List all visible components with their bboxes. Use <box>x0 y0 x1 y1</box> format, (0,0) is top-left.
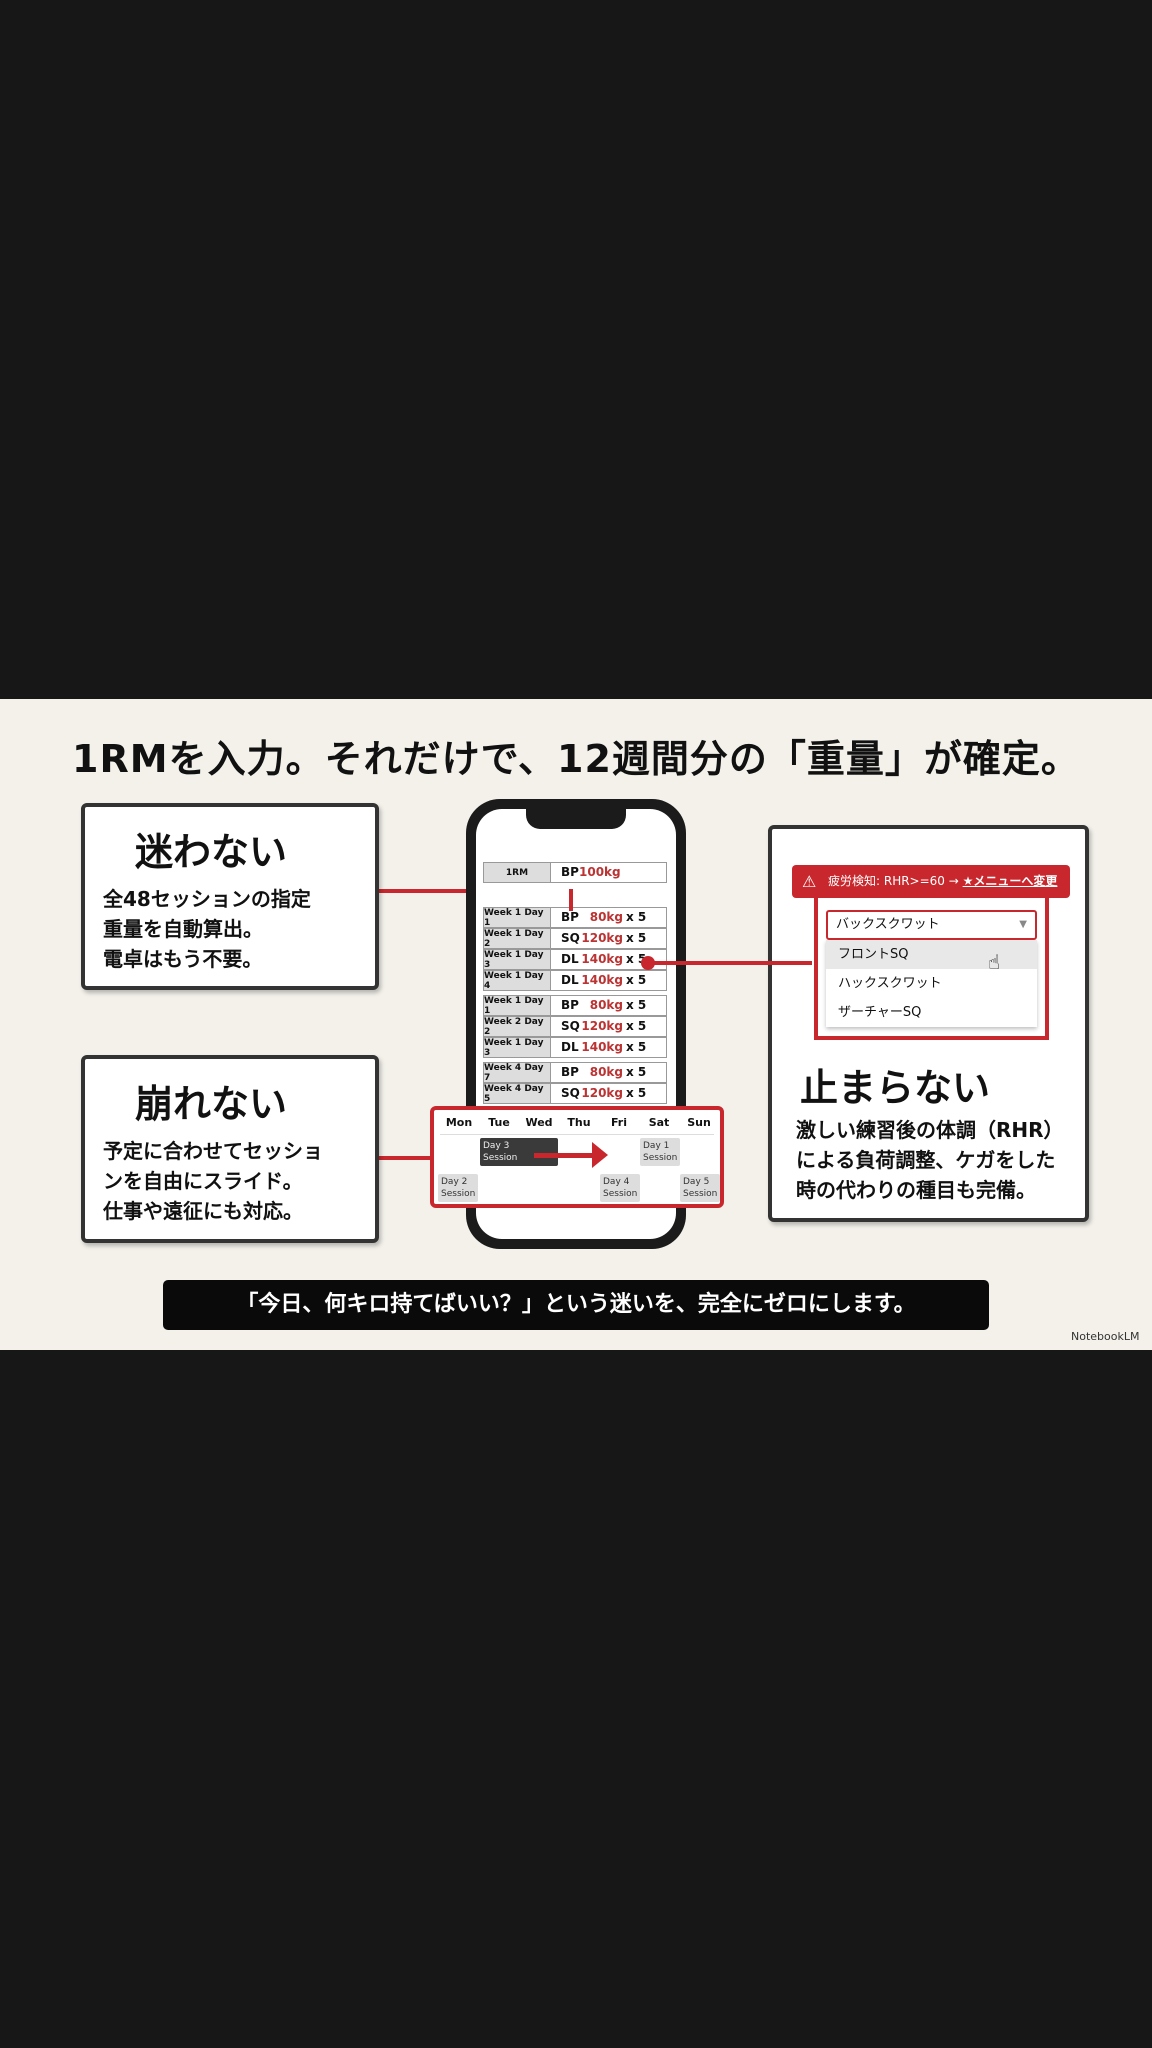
row-reps: x 5 <box>626 998 647 1012</box>
phone-notch <box>526 809 626 829</box>
row-exercise: SQ <box>561 1019 580 1033</box>
alert-text: 疲労検知: RHR>=60 → <box>828 874 963 888</box>
row-weight: 120kg <box>581 931 623 945</box>
row-reps: x 5 <box>626 1040 647 1054</box>
row-exercise: DL <box>561 952 579 966</box>
row-reps: x 5 <box>626 931 647 945</box>
arrow-right-icon <box>534 1142 608 1168</box>
feature-body: 予定に合わせてセッショ ンを自由にスライド。 仕事や遠征にも対応。 <box>103 1139 323 1223</box>
feature-heading: 崩れない <box>135 1082 288 1126</box>
row-label: Week 2 Day 2 <box>484 1017 551 1037</box>
connector-line <box>569 889 573 911</box>
session-block[interactable]: Day 3 Session <box>480 1138 558 1166</box>
feature-card-1: 迷わない 全48セッションの指定 重量を自動算出。 電卓はもう不要。 <box>81 803 379 990</box>
feature-heading: 止まらない <box>800 1066 991 1110</box>
option-item[interactable]: フロントSQ <box>826 940 1037 969</box>
dropdown-frame: バックスクワット ▼ フロントSQ ハックスクワット ザーチャーSQ ☝ <box>814 898 1049 1040</box>
calendar-day-wed: Wed <box>525 1116 553 1129</box>
row-label: Week 1 Day 2 <box>484 929 551 949</box>
row-reps: x 5 <box>626 1065 647 1079</box>
calendar-day-sat: Sat <box>648 1116 670 1129</box>
option-item[interactable]: ザーチャーSQ <box>838 1005 922 1020</box>
row-weight: 140kg <box>581 1040 623 1054</box>
row-exercise: BP <box>561 998 579 1012</box>
fatigue-alert: ⚠ 疲労検知: RHR>=60 → ★メニューへ変更 <box>792 865 1070 898</box>
session-block[interactable]: Day 1 Session <box>640 1138 681 1166</box>
calendar-grid <box>440 1134 714 1200</box>
feature-heading: 迷わない <box>135 830 288 874</box>
session-block[interactable]: Day 5 Session <box>680 1174 721 1202</box>
connector-dot <box>641 956 655 970</box>
row-weight: 120kg <box>581 1019 623 1033</box>
row-weight: 120kg <box>581 1086 623 1100</box>
row-weight: 80kg <box>589 998 623 1012</box>
row-label: Week 4 Day 5 <box>484 1084 551 1104</box>
onerm-row[interactable]: 1RM BP 100kg <box>483 862 667 883</box>
row-weight: 80kg <box>589 1065 623 1079</box>
row-label: Week 1 Day 1 <box>484 908 551 928</box>
bottom-banner: 「今日、何キロ持てばいい？」という迷いを、完全にゼロにします。 <box>163 1280 989 1330</box>
row-reps: x 5 <box>626 973 647 987</box>
pointer-hand-icon: ☝ <box>988 950 1001 974</box>
row-label: Week 1 Day 3 <box>484 1038 551 1058</box>
calendar-day-mon: Mon <box>445 1116 473 1129</box>
session-block[interactable]: Day 2 Session <box>438 1174 479 1202</box>
row-label: Week 1 Day 4 <box>484 971 551 991</box>
connector-line <box>379 1156 431 1160</box>
session-block[interactable]: Day 4 Session <box>600 1174 641 1202</box>
calendar-day-thu: Thu <box>567 1116 591 1129</box>
row-exercise: SQ <box>561 931 580 945</box>
row-exercise: BP <box>561 1065 579 1079</box>
row-exercise: BP <box>561 910 579 924</box>
slide-title: 1RMを入力。それだけで、12週間分の「重量」が確定。 <box>72 737 1080 781</box>
chevron-down-icon: ▼ <box>1019 919 1027 930</box>
row-exercise: SQ <box>561 1086 580 1100</box>
row-exercise: DL <box>561 1040 579 1054</box>
notebooklm-watermark: NotebookLM <box>1071 1330 1140 1343</box>
row-reps: x 5 <box>626 910 647 924</box>
calendar-day-tue: Tue <box>488 1116 510 1129</box>
feature-body: 激しい練習後の体調（RHR） による負荷調整、ケガをした 時の代わりの種目も完備… <box>796 1118 1064 1202</box>
connector-line <box>648 961 812 965</box>
row-label: Week 1 Day 3 <box>484 950 551 970</box>
row-weight: 140kg <box>581 952 623 966</box>
row-label: Week 1 Day 1 <box>484 996 551 1016</box>
feature-body: 全48セッションの指定 重量を自動算出。 電卓はもう不要。 <box>103 887 311 971</box>
row-reps: x 5 <box>626 1019 647 1033</box>
row-exercise: DL <box>561 973 579 987</box>
alert-link[interactable]: ★メニューへ変更 <box>962 874 1058 888</box>
row-label: Week 4 Day 7 <box>484 1063 551 1083</box>
exercise-select[interactable]: バックスクワット ▼ <box>826 910 1037 940</box>
select-options: フロントSQ ハックスクワット ザーチャーSQ <box>826 940 1037 1027</box>
feature-card-3: ⚠ 疲労検知: RHR>=60 → ★メニューへ変更 バックスクワット ▼ フロ… <box>768 825 1089 1222</box>
row-reps: x 5 <box>626 1086 647 1100</box>
feature-card-2: 崩れない 予定に合わせてセッショ ンを自由にスライド。 仕事や遠征にも対応。 <box>81 1055 379 1243</box>
option-item[interactable]: ハックスクワット <box>838 976 942 991</box>
warning-icon: ⚠ <box>802 872 817 891</box>
calendar-day-fri: Fri <box>610 1116 627 1129</box>
row-weight: 140kg <box>581 973 623 987</box>
calendar-day-sun: Sun <box>687 1116 711 1129</box>
row-weight: 80kg <box>589 910 623 924</box>
